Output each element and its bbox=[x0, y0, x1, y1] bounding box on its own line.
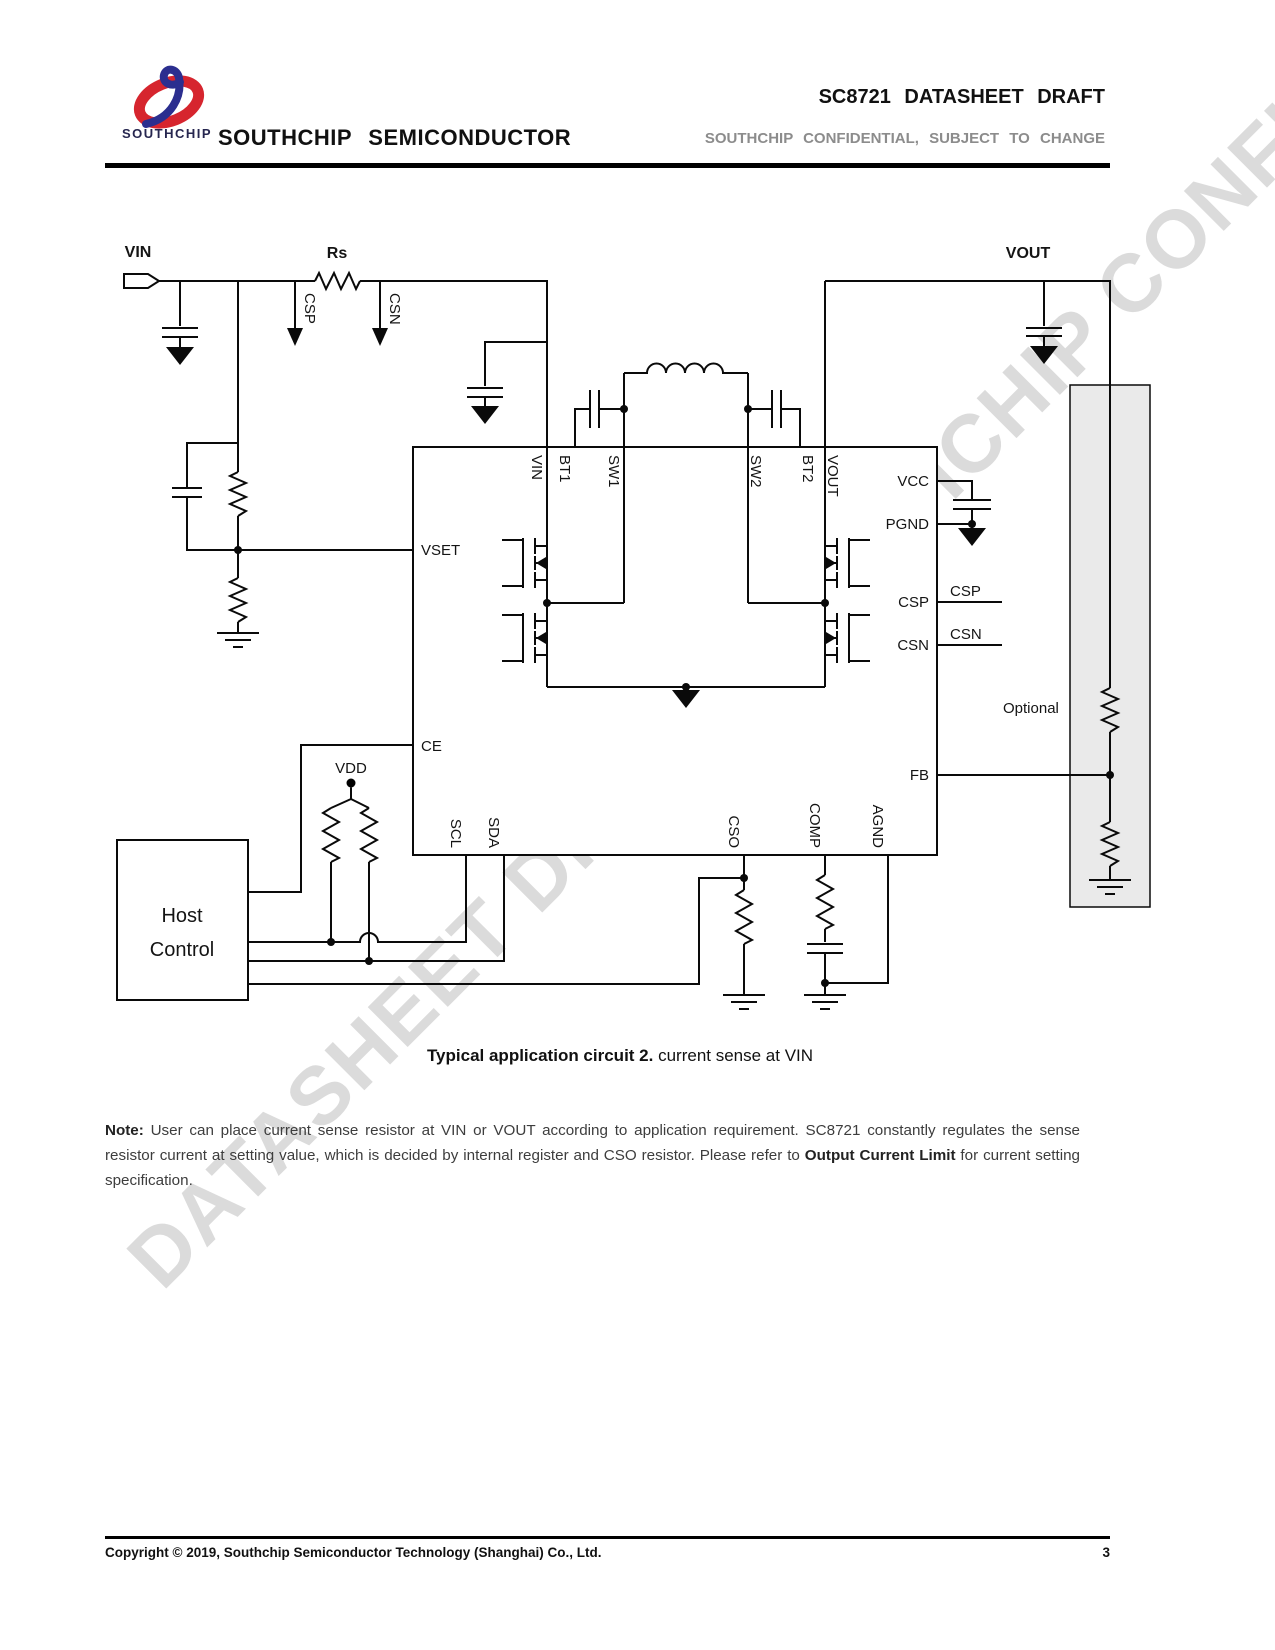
figure-caption-rest: current sense at VIN bbox=[653, 1046, 814, 1065]
ic-sc8721-block bbox=[412, 446, 938, 856]
vout-label: VOUT bbox=[1006, 245, 1051, 262]
pin-csp: CSP bbox=[898, 594, 929, 611]
cso-net bbox=[248, 855, 765, 1010]
pin-comp: COMP bbox=[806, 803, 823, 848]
pin-sda: SDA bbox=[485, 817, 502, 848]
footer-rule bbox=[105, 1536, 1110, 1539]
csp-sense-arrow bbox=[287, 281, 303, 346]
i2c-pullups bbox=[248, 778, 505, 965]
vset-divider bbox=[172, 281, 413, 648]
page-number: 3 bbox=[1102, 1545, 1110, 1560]
fb-optional-divider bbox=[937, 687, 1131, 895]
bootstrap-cap-bt1 bbox=[574, 390, 628, 447]
note-part1: User can place current sense resistor at… bbox=[105, 1122, 1080, 1164]
pin-sw2: SW2 bbox=[747, 455, 764, 488]
host-label-line2: Control bbox=[150, 939, 214, 961]
csn-sense-label: CSN bbox=[386, 293, 403, 325]
vin-label: VIN bbox=[125, 244, 152, 261]
pin-vcc: VCC bbox=[897, 473, 929, 490]
pin-sw1: SW1 bbox=[605, 455, 622, 488]
csp-ext-label: CSP bbox=[950, 583, 981, 600]
southchip-logo-icon bbox=[133, 65, 205, 129]
note-part2: for current setting specification. bbox=[105, 1147, 1080, 1189]
vdd-label: VDD bbox=[335, 760, 367, 777]
pin-vin: VIN bbox=[528, 455, 545, 480]
comp-agnd-net bbox=[804, 855, 889, 1010]
copyright-text: Copyright © 2019, Southchip Semiconducto… bbox=[105, 1545, 602, 1560]
mosfet-bridge bbox=[502, 281, 870, 708]
ce-net bbox=[248, 744, 413, 893]
header-rule bbox=[105, 163, 1110, 168]
pin-csn: CSN bbox=[897, 637, 929, 654]
host-control-block: Host Control bbox=[116, 839, 249, 1001]
pin-ce: CE bbox=[421, 738, 442, 755]
pin-fb: FB bbox=[910, 767, 929, 784]
pin-agnd: AGND bbox=[869, 805, 886, 849]
csn-ext-label: CSN bbox=[950, 626, 982, 643]
note-label: Note: bbox=[105, 1122, 144, 1139]
logo-wordmark: SOUTHCHIP bbox=[121, 126, 213, 141]
pin-vset: VSET bbox=[421, 542, 460, 559]
note-bold-ref: Output Current Limit bbox=[804, 1147, 956, 1164]
vout-net bbox=[825, 280, 1111, 688]
rs-label: Rs bbox=[327, 245, 348, 262]
company-name: SOUTHCHIP SEMICONDUCTOR bbox=[218, 125, 572, 150]
pin-cso: CSO bbox=[725, 815, 742, 848]
vin-capacitor bbox=[162, 281, 198, 365]
footer: 3 Copyright © 2019, Southchip Semiconduc… bbox=[105, 1545, 1110, 1560]
csp-sense-label: CSP bbox=[301, 293, 318, 324]
doc-title: SC8721 DATASHEET DRAFT bbox=[818, 86, 1105, 108]
pin-pgnd: PGND bbox=[886, 516, 930, 533]
csn-sense-arrow bbox=[372, 281, 388, 346]
vcc-capacitor bbox=[937, 480, 991, 546]
pin-bt1: BT1 bbox=[556, 455, 573, 483]
host-label-line1: Host bbox=[161, 905, 203, 927]
vin-decoupling-capacitor bbox=[467, 341, 547, 424]
pin-bt2: BT2 bbox=[799, 455, 816, 483]
pin-scl: SCL bbox=[447, 819, 464, 848]
figure-caption-bold: Typical application circuit 2. bbox=[426, 1046, 654, 1065]
bootstrap-cap-bt2 bbox=[744, 390, 801, 447]
doc-subtitle: SOUTHCHIP CONFIDENTIAL, SUBJECT TO CHANG… bbox=[704, 130, 1105, 147]
pin-vout: VOUT bbox=[824, 455, 841, 497]
optional-label: Optional bbox=[1003, 700, 1059, 717]
figure-caption: Typical application circuit 2. current s… bbox=[105, 1046, 1135, 1066]
note-paragraph: Note: User can place current sense resis… bbox=[105, 1118, 1080, 1193]
inductor bbox=[624, 362, 748, 374]
csp-csn-stubs bbox=[937, 601, 1002, 646]
